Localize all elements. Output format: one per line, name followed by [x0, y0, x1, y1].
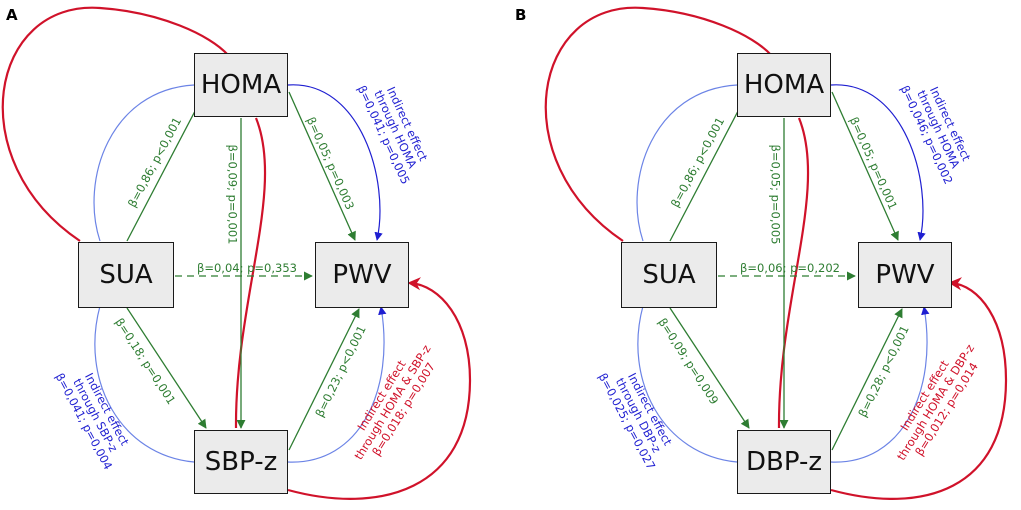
edge-med2-pwv — [288, 308, 360, 451]
panel-a: A HOMA SUA PWV SBP-z β=0,86; p<0,001 β=0… — [0, 0, 510, 510]
node-sua: SUA — [621, 242, 717, 308]
arc-indirect-homa-right — [830, 84, 926, 241]
path-diagram-a — [1, 6, 472, 500]
node-sua: SUA — [78, 242, 174, 308]
arc-indirect-med2-left — [637, 305, 738, 463]
node-mediator2: SBP-z — [194, 430, 288, 494]
edge-sua-med2 — [126, 307, 207, 429]
arc-indirect-both-middle — [777, 117, 810, 429]
edge-med2-pwv — [831, 308, 903, 451]
arc-indirect-both-upper — [1, 6, 229, 242]
edge-sua-homa — [126, 91, 206, 242]
arc-indirect-both-upper — [544, 6, 772, 242]
edge-sua-homa — [669, 91, 749, 242]
arc-indirect-both-lower — [830, 277, 1008, 500]
panel-letter: A — [6, 6, 18, 24]
arc-indirect-homa-left — [636, 84, 738, 242]
path-diagram-b — [544, 6, 1008, 500]
node-mediator2: DBP-z — [737, 430, 831, 494]
label-sua-pwv: β=0,04; p=0,353 — [197, 261, 297, 275]
arc-indirect-both-lower — [287, 277, 472, 500]
label-sua-pwv: β=0,06; p=0,202 — [740, 261, 840, 275]
node-homa: HOMA — [737, 53, 831, 117]
edge-sua-med2 — [669, 307, 750, 429]
label-homa-med2: β=0,05; p=0,005 — [768, 144, 783, 245]
label-homa-med2: β=0,09; p=0,001 — [225, 144, 240, 245]
arc-indirect-homa-right — [287, 84, 383, 241]
node-pwv: PWV — [858, 242, 952, 308]
arc-indirect-med2-right — [287, 306, 387, 463]
edge-homa-pwv — [288, 91, 356, 241]
arc-indirect-med2-right — [830, 306, 930, 463]
node-pwv: PWV — [315, 242, 409, 308]
panel-b: B HOMA SUA PWV DBP-z β=0,86; p<0,001 β=0… — [511, 0, 1021, 510]
edge-homa-pwv — [831, 91, 899, 241]
panel-letter: B — [515, 6, 527, 24]
arc-indirect-homa-left — [93, 84, 195, 242]
arc-indirect-med2-left — [94, 305, 195, 463]
node-homa: HOMA — [194, 53, 288, 117]
arc-indirect-both-middle — [234, 117, 267, 429]
